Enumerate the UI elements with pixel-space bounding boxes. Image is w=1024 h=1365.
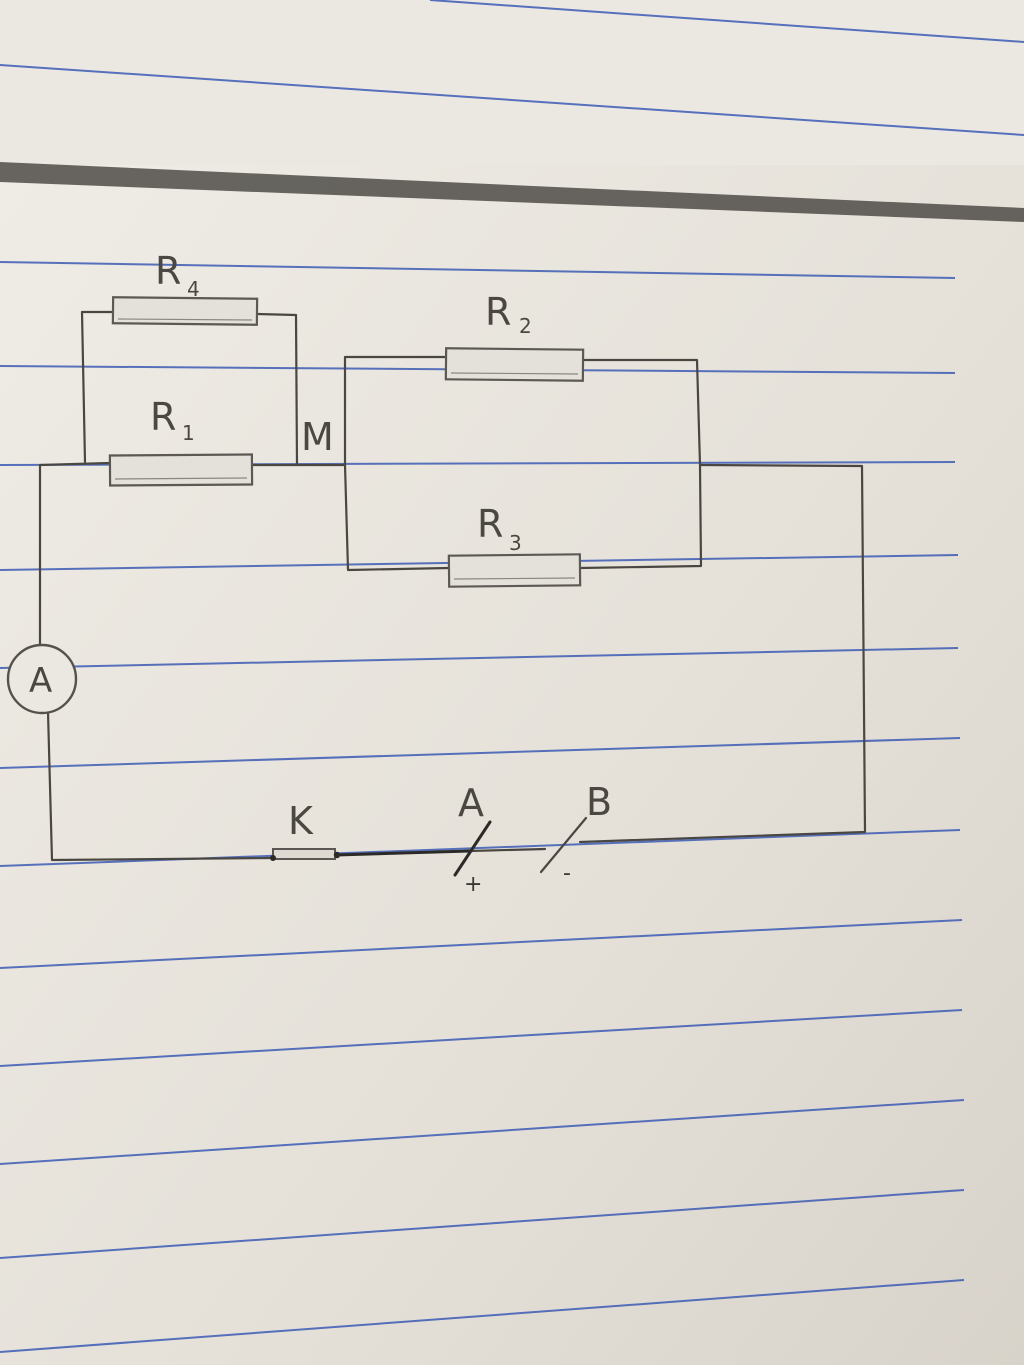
terminal-a-label: A bbox=[458, 781, 484, 825]
svg-text:1: 1 bbox=[182, 421, 195, 445]
svg-text:R: R bbox=[477, 502, 503, 546]
svg-text:3: 3 bbox=[509, 531, 522, 555]
resistor-r4 bbox=[111, 296, 259, 326]
node-m-label: M bbox=[301, 415, 334, 459]
ammeter-icon bbox=[6, 643, 78, 715]
svg-text:R: R bbox=[155, 249, 181, 293]
page-edge-shadow bbox=[0, 162, 1024, 222]
svg-text:4: 4 bbox=[187, 277, 200, 301]
svg-text:R: R bbox=[485, 290, 511, 334]
svg-text:2: 2 bbox=[519, 314, 532, 338]
circuit-wires bbox=[38, 310, 867, 862]
resistor-r2 bbox=[444, 347, 585, 382]
plus-sign: + bbox=[464, 872, 482, 897]
resistor-r3 bbox=[447, 553, 582, 588]
switch-icon bbox=[270, 848, 341, 861]
r3-label: R 3 bbox=[477, 502, 522, 555]
r1-label: R 1 bbox=[150, 395, 195, 445]
r2-label: R 2 bbox=[485, 290, 532, 338]
ammeter-label: A bbox=[29, 661, 52, 701]
svg-text:R: R bbox=[150, 395, 176, 439]
minus-sign: - bbox=[563, 861, 571, 886]
resistor-r1 bbox=[108, 453, 254, 487]
battery-icon bbox=[453, 816, 588, 877]
switch-label: K bbox=[288, 799, 314, 843]
terminal-b-label: B bbox=[586, 780, 612, 824]
upper-page bbox=[0, 0, 1024, 222]
r4-label: R 4 bbox=[155, 249, 200, 301]
